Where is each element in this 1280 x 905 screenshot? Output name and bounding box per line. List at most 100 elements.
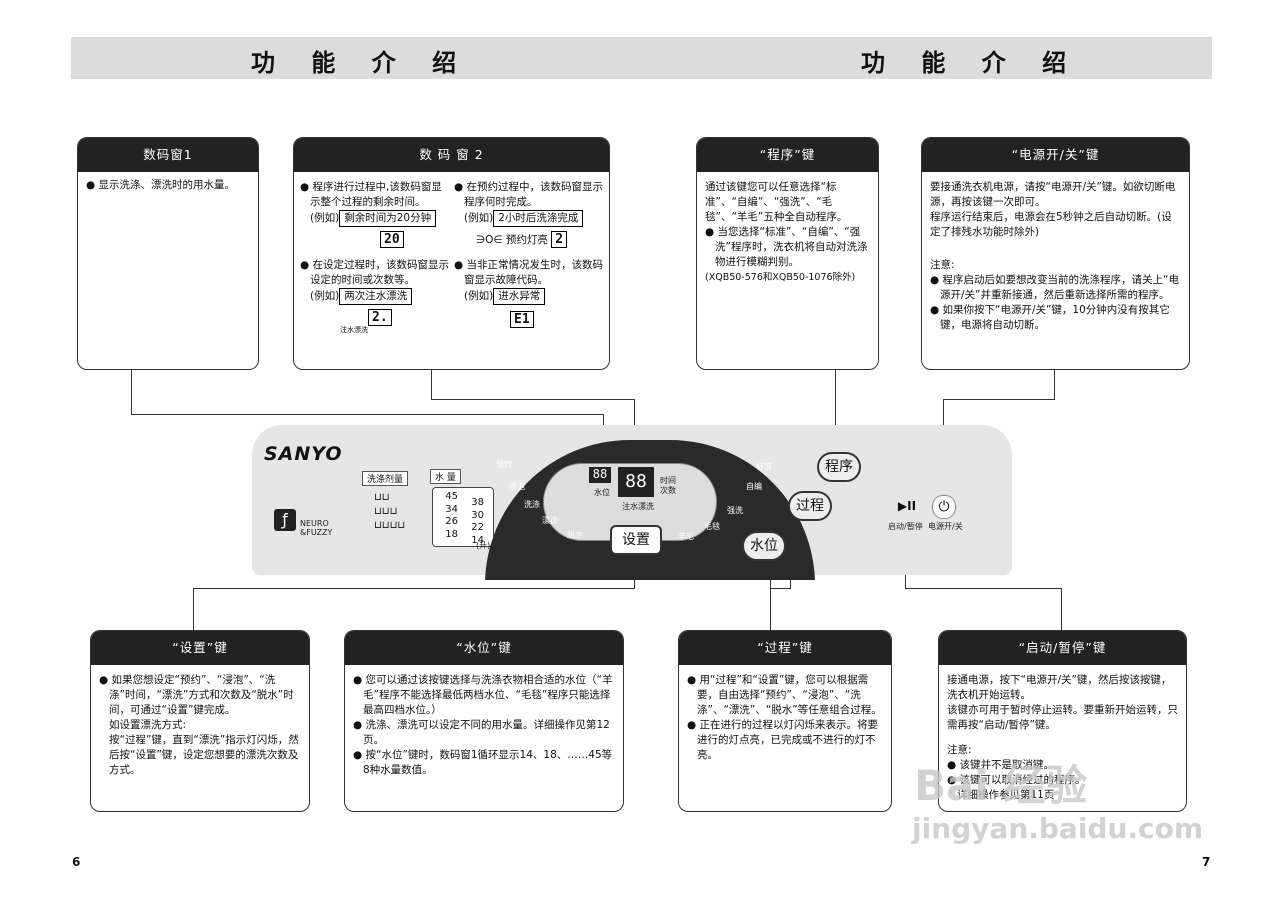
box-subtext: 注水漂洗: [340, 326, 368, 334]
water-level-value: 18: [445, 528, 458, 540]
example-label: (例如): [464, 290, 494, 302]
water-level-button[interactable]: 水位: [742, 531, 786, 561]
right-page-header: 功 能 介 绍: [639, 37, 1212, 79]
box-text: 该键并不是取消键。: [959, 759, 1055, 771]
detergent-cups: ⊔⊔⊔⊔⊔⊔⊔⊔⊔: [374, 492, 406, 531]
program-label: 自编: [746, 482, 762, 491]
power-icon[interactable]: ⏻: [932, 495, 956, 519]
lcd-sample: 2小时后洗涤完成: [493, 210, 584, 227]
set-button[interactable]: 设置: [610, 525, 662, 555]
program-button[interactable]: 程序: [817, 452, 861, 482]
segment-display-sample: E1: [510, 311, 534, 328]
box-note: (XQB50-576和XQB50-1076除外): [705, 272, 856, 283]
box-text: 该键可以取消经过的程序。: [959, 774, 1086, 786]
box-title: “设置”键: [91, 631, 309, 665]
watermark-logo: Bai 经验: [914, 761, 1088, 810]
logo-text: NEURO: [300, 519, 329, 528]
box-title: “电源开/关”键: [922, 138, 1189, 172]
box-title: “程序”键: [697, 138, 878, 172]
box-text: 当非正常情况发生时，该数码窗显示故障代码。: [464, 259, 603, 286]
water-level-value: 22: [471, 522, 484, 533]
box-text: 用“过程”和“设置”键，您可以根据需要，自由选择“预约”、“浸泡”、“洗涤”、“…: [697, 674, 882, 716]
display-window-1-box: 数码窗1 ● 显示洗涤、漂洗时的用水量。: [77, 137, 259, 370]
program-label: 标准: [756, 462, 772, 471]
connector-line: [1054, 368, 1055, 400]
box-text: 通过该键您可以任意选择“标准”、“自编”、“强洗”、“毛毯”、“羊毛”五种全自动…: [705, 181, 848, 223]
connector-line: [193, 588, 194, 630]
box-text: 按“过程”键，直到“漂洗”指示灯闪烁，然后按“设置”键，设定您想要的漂洗次数及方…: [109, 734, 299, 776]
box-title: “过程”键: [679, 631, 891, 665]
connector-line: [431, 399, 635, 400]
program-key-box: “程序”键 通过该键您可以任意选择“标准”、“自编”、“强洗”、“毛毯”、“羊毛…: [696, 137, 879, 370]
connector-line: [770, 588, 791, 589]
note-label: 注意:: [930, 259, 955, 271]
display-2-side-label: 时间: [660, 476, 676, 485]
stage-label: 洗涤: [524, 500, 540, 509]
example-label: (例如): [310, 212, 340, 224]
display-2-label: 注水漂洗: [622, 502, 654, 511]
connector-line: [193, 588, 635, 589]
connector-line: [431, 368, 432, 400]
lcd-sample: 进水异常: [493, 288, 546, 305]
unit-label: (升): [476, 541, 491, 550]
display-2-side-label: 次数: [660, 486, 676, 495]
box-text: 洗涤、漂洗可以设定不同的用水量。详细操作见第12页。: [363, 719, 610, 746]
display-window-2-box: 数 码 窗 2 ● 程序进行过程中,该数码窗显示整个过程的剩余时间。 (例如)剩…: [293, 137, 610, 370]
watermark-url: jingyan.baidu.com: [912, 812, 1204, 845]
water-label: 水 量: [430, 469, 461, 484]
segment-display-sample: 2: [551, 231, 568, 248]
box-text: 该键亦可用于暂时停止运转。要重新开始运转，只需再按“启动/暂停”键。: [947, 704, 1178, 731]
lcd-sample: 两次注水漂洗: [339, 288, 413, 305]
connector-line: [835, 368, 836, 456]
program-label: 羊毛: [678, 532, 694, 541]
water-level-value: 38: [471, 497, 484, 508]
stage-label: 浸泡: [509, 482, 525, 491]
water-level-value: 30: [471, 509, 484, 521]
box-text: 程序启动后如要想改变当前的洗涤程序，请关上“电源开/关”并重新接通，然后重新选择…: [940, 274, 1179, 301]
box-text: 程序运行结束后，电源会在5秒钟之后自动切断。(设定了排残水功能时除外): [930, 211, 1172, 238]
box-text: 在预约过程中，该数码窗显示程序何时完成。: [464, 181, 603, 208]
box-text: 当您选择“标准”、“自编”、“强洗”程序时，洗衣机将自动对洗涤物进行模糊判别。: [715, 226, 868, 268]
power-label: 电源开/关: [928, 522, 963, 531]
brand-logo: SANYO: [264, 443, 343, 465]
process-button[interactable]: 过程: [788, 491, 832, 521]
right-header-title: 功 能 介 绍: [861, 49, 1081, 77]
connector-line: [905, 588, 1062, 589]
box-text: 程序进行过程中,该数码窗显示整个过程的剩余时间。: [310, 181, 442, 208]
start-pause-icon[interactable]: ▶II: [897, 499, 917, 513]
neuro-fuzzy-icon: ƒ: [274, 509, 296, 531]
detergent-label: 洗涤剂量: [362, 471, 409, 486]
stage-label: 漂洗: [542, 516, 558, 525]
box-text: 要接通洗衣机电源，请按“电源开/关”键。如欲切断电源，再按该键一次即可。: [930, 181, 1176, 208]
left-header-title: 功 能 介 绍: [251, 49, 471, 77]
box-text: 接通电源，按下“电源开/关”键，然后按该按键，洗衣机开始运转。: [947, 674, 1172, 701]
control-panel: SANYO ƒ NEURO &FUZZY 洗涤剂量 水 量 ⊔⊔⊔⊔⊔⊔⊔⊔⊔ …: [252, 425, 1012, 580]
page-number-right: 7: [1202, 855, 1211, 869]
stage-label: 脱水: [567, 530, 583, 539]
connector-line: [131, 368, 132, 415]
connector-line: [1061, 588, 1062, 630]
box-title: “水位”键: [345, 631, 623, 665]
box-text: 您可以通过该按键选择与洗涤衣物相合适的水位（“羊毛”程序不能选择最低两档水位、“…: [363, 674, 613, 716]
box-title: “启动/暂停”键: [939, 631, 1186, 665]
display-2-digits: 88: [618, 467, 654, 497]
example-label: (例如): [464, 212, 494, 224]
box-text: 显示洗涤、漂洗时的用水量。: [98, 179, 236, 191]
box-text: 详细操作参见第11页: [957, 789, 1055, 801]
box-text: 如果你按下“电源开/关”键，10分钟内没有按其它键，电源将自动切断。: [940, 304, 1170, 331]
segment-display-sample: 20: [380, 231, 404, 248]
box-text: 在设定过程时，该数码窗显示设定的时间或次数等。: [310, 259, 449, 286]
display-1-digits: 88: [589, 467, 611, 483]
water-level-value: 45: [445, 491, 458, 502]
start-pause-key-box: “启动/暂停”键 接通电源，按下“电源开/关”键，然后按该按键，洗衣机开始运转。…: [938, 630, 1187, 812]
lamp-label: ∋O∈ 预约灯亮: [476, 234, 548, 246]
program-label: 强洗: [727, 506, 743, 515]
water-level-value: 26: [445, 516, 458, 527]
power-key-box: “电源开/关”键 要接通洗衣机电源，请按“电源开/关”键。如欲切断电源，再按该键…: [921, 137, 1190, 370]
note-label: 注意:: [947, 744, 972, 756]
display-1-label: 水位: [594, 488, 610, 497]
start-pause-label: 启动/暂停: [888, 522, 923, 531]
left-page-header: 功 能 介 绍: [71, 37, 639, 79]
box-title: 数 码 窗 2: [294, 138, 609, 172]
connector-line: [131, 414, 604, 415]
